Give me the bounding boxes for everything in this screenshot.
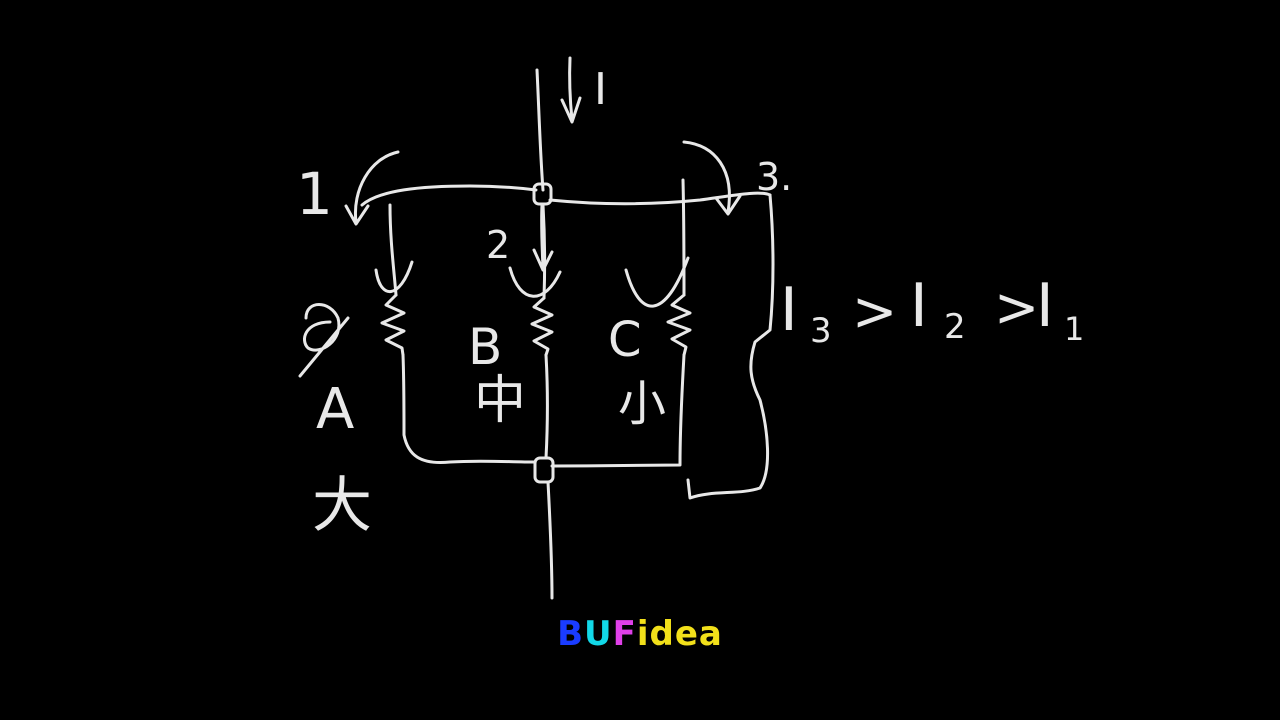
logo-letter-b: B	[557, 614, 585, 654]
top-bus-wire	[360, 184, 772, 207]
relation-sub1: 1	[1064, 310, 1084, 348]
main-wire-top	[535, 68, 545, 192]
relation-sub3: 3	[810, 311, 832, 351]
branch-b-wire	[541, 203, 554, 600]
hook-c-icon	[624, 256, 690, 308]
bufidea-logo: BUFidea	[0, 612, 1280, 656]
logo-letter-u: U	[584, 614, 613, 654]
bottom-junction-node	[533, 456, 555, 484]
branch-c-wire	[550, 178, 686, 468]
resistor-b-label: B	[468, 318, 502, 376]
hook-b-icon	[508, 266, 562, 298]
branch-3-label: 3.	[756, 155, 792, 199]
resistor-a-icon	[380, 293, 406, 357]
resistor-a-label: A	[316, 377, 354, 442]
relation-gt-1: >	[852, 280, 897, 343]
relation-gt-2: >	[994, 276, 1039, 339]
branch-2-label: 2	[486, 223, 510, 267]
relation-sub2: 2	[944, 307, 966, 347]
logo-word-idea: idea	[636, 614, 723, 654]
crossed-out-scribble	[298, 303, 350, 378]
hook-a-icon	[374, 260, 414, 293]
resistor-c-label: C	[608, 312, 642, 368]
branch-1-label: 1	[296, 160, 333, 228]
size-medium-label: 中	[474, 371, 526, 431]
size-large-label: 大	[312, 471, 372, 541]
branch-1-arrow-icon	[344, 150, 400, 226]
relation-i3: I	[780, 275, 798, 345]
branch-3-arrow-icon	[682, 140, 742, 216]
relation-i1: I	[1036, 271, 1054, 341]
current-arrow-icon	[560, 56, 582, 124]
branch-a-wire	[388, 203, 537, 465]
logo-letter-f: F	[612, 614, 637, 654]
current-label: I	[594, 64, 607, 115]
relation-i2: I	[910, 271, 928, 341]
resistor-b-icon	[530, 296, 554, 357]
current-relation: I 3 > I 2 > I 1	[780, 271, 1084, 351]
size-small-label: 小	[618, 376, 666, 432]
branch-2-arrow-icon	[532, 203, 554, 272]
resistor-c-icon	[666, 293, 692, 357]
right-branch-wire	[686, 193, 775, 500]
